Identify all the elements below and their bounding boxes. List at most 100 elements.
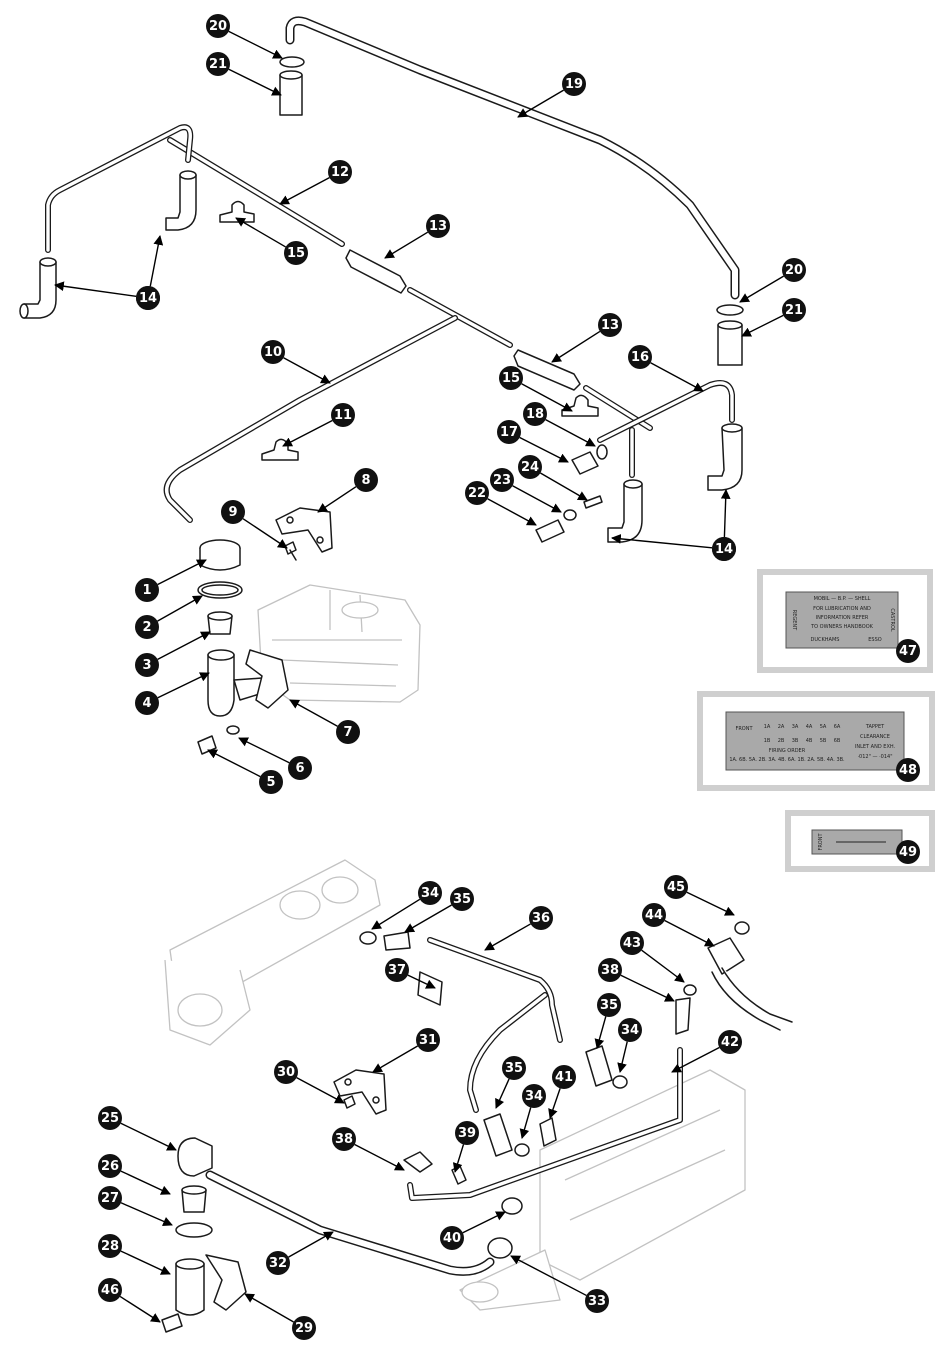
- callout-number: 35: [505, 1061, 523, 1076]
- callout-badge: [896, 639, 920, 663]
- callout-number: 49: [899, 845, 917, 860]
- leader-line-31: [372, 1045, 418, 1073]
- leader-line-5: [207, 749, 261, 778]
- decal-plate-48: FRONT 1A 2A 3A 4A 5A 6A 1B 2B 3B 4B 5B 6…: [697, 691, 935, 791]
- callout-38: 38: [332, 1127, 356, 1151]
- callout-34: 34: [618, 1018, 642, 1042]
- callout-33: 33: [585, 1289, 609, 1313]
- bracket-31: [333, 1069, 387, 1115]
- callout-42: 42: [718, 1030, 742, 1054]
- plate48-firing-order: 1A. 6B. 5A. 2B. 3A. 4B. 6A. 1B. 2A. 5B. …: [729, 757, 845, 763]
- left-branch-pipe: [45, 124, 194, 253]
- callout-35: 35: [450, 887, 474, 911]
- callout-badge: [597, 993, 621, 1017]
- callout-badge: [416, 1028, 440, 1052]
- leader-line-28: [120, 1250, 171, 1275]
- callout-number: 43: [623, 936, 641, 951]
- callout-number: 23: [493, 473, 511, 488]
- lower-oil-filler-assembly: [161, 1137, 247, 1333]
- leader-line-21: [228, 68, 282, 96]
- hose-13-upper: [345, 249, 407, 294]
- leader-line-23: [512, 485, 562, 513]
- callout-21: 21: [206, 52, 230, 76]
- callout-badge: [292, 1316, 316, 1340]
- callout-number: 27: [101, 1191, 119, 1206]
- callout-36: 36: [529, 906, 553, 930]
- callout-number: 5: [266, 775, 275, 790]
- callout-badge: [664, 875, 688, 899]
- callout-7: 7: [336, 720, 360, 744]
- callout-badge: [426, 214, 450, 238]
- leader-line-7: [289, 699, 338, 727]
- callout-4: 4: [135, 691, 159, 715]
- callout-number: 33: [588, 1294, 606, 1309]
- callout-30: 30: [274, 1060, 298, 1084]
- callout-badge: [98, 1234, 122, 1258]
- pipe-42: [407, 1047, 683, 1201]
- callout-badge: [896, 758, 920, 782]
- small-parts-17-24: [535, 444, 608, 543]
- callout-number: 42: [721, 1035, 739, 1050]
- leader-line-2: [157, 595, 203, 622]
- callout-badge: [332, 1127, 356, 1151]
- callout-24: 24: [518, 455, 542, 479]
- leader-line-19: [517, 89, 565, 118]
- callout-badge: [331, 403, 355, 427]
- leader-line-32: [288, 1231, 334, 1258]
- callout-44: 44: [642, 903, 666, 927]
- callout-badge: [284, 241, 308, 265]
- callout-badge: [274, 1060, 298, 1084]
- plate48-firing-title: FIRING ORDER: [769, 748, 806, 754]
- leader-line-45: [686, 891, 735, 916]
- callout-15: 15: [284, 241, 308, 265]
- callout-badge: [712, 537, 736, 561]
- callout-number: 12: [331, 165, 349, 180]
- callout-47: 47: [896, 639, 920, 663]
- plate48-tappet-1: TAPPET: [865, 724, 885, 730]
- plate48-cyl-6b: 6B: [834, 738, 841, 744]
- callout-badge: [782, 298, 806, 322]
- callout-badge: [618, 1018, 642, 1042]
- leader-line-13: [551, 330, 601, 363]
- pipe-10: [163, 315, 458, 523]
- plate48-cyl-3a: 3A: [792, 724, 799, 730]
- leader-line-25: [120, 1122, 177, 1151]
- callout-badge: [523, 402, 547, 426]
- plate48-cyl-5b: 5B: [820, 738, 827, 744]
- leader-line-18: [545, 419, 596, 447]
- callout-number: 34: [621, 1023, 639, 1038]
- leader-line-42: [671, 1046, 720, 1073]
- callout-6: 6: [288, 756, 312, 780]
- callout-21: 21: [782, 298, 806, 322]
- callout-number: 7: [343, 725, 352, 740]
- leader-line-17: [519, 436, 569, 463]
- plate48-cyl-6a: 6A: [834, 724, 841, 730]
- callout-badge: [261, 340, 285, 364]
- callout-number: 29: [295, 1321, 313, 1336]
- callout-number: 11: [334, 408, 352, 423]
- callout-badge: [259, 770, 283, 794]
- callout-number: 25: [101, 1111, 119, 1126]
- leader-line-34: [371, 898, 421, 930]
- callout-markers: 2021191213151414202113101615111817242382…: [98, 14, 920, 1340]
- callout-number: 13: [601, 318, 619, 333]
- callout-badge: [628, 345, 652, 369]
- callout-49: 49: [896, 840, 920, 864]
- callout-40: 40: [440, 1226, 464, 1250]
- callout-number: 20: [785, 263, 803, 278]
- callout-3: 3: [135, 653, 159, 677]
- callout-19: 19: [562, 72, 586, 96]
- callout-number: 9: [228, 505, 237, 520]
- callout-number: 30: [277, 1065, 295, 1080]
- leader-line-46: [119, 1295, 161, 1323]
- callout-35: 35: [502, 1056, 526, 1080]
- leader-line-14: [611, 533, 713, 549]
- leader-line-8: [317, 486, 357, 513]
- callout-14: 14: [136, 286, 160, 310]
- leader-line-37: [407, 974, 436, 989]
- leader-line-3: [157, 631, 211, 661]
- leader-line-27: [120, 1202, 173, 1226]
- pipe-32: [205, 1170, 495, 1276]
- plate48-cyl-2a: 2A: [778, 724, 785, 730]
- callout-number: 15: [502, 371, 520, 386]
